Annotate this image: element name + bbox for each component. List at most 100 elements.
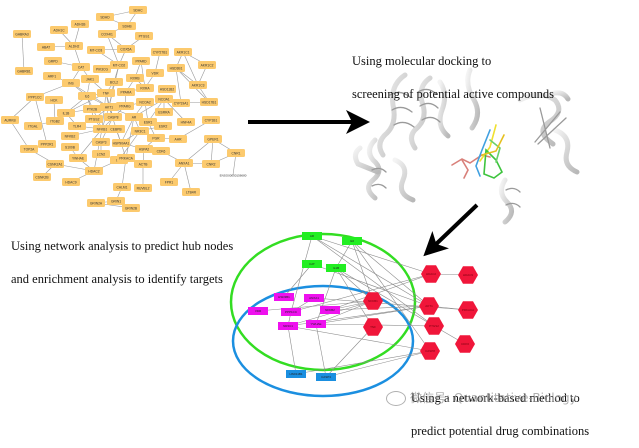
wechat-icon [386,391,406,406]
ppi-node-label: CAT [78,65,84,69]
drug-node-label: CAT [309,262,315,266]
ppi-node-esr2: ESR2 [154,122,172,130]
ppi-node-ppp1cc: PPP1CC [26,93,44,101]
drug-node-label: NFKB1 [368,299,378,303]
ppi-node-label: AURKB [4,118,16,122]
drug-node-label: NR3C1 [283,324,293,328]
ppi-node-label: ESRRA [158,110,170,114]
ppi-node-label: S100B [65,145,76,149]
ppi-node-ahr: AHR [169,135,187,143]
ppi-node-label: ANXA1 [179,161,190,165]
ppi-node-pparg: PPARG [116,102,134,110]
ppi-node-label: CEBPB [110,127,122,131]
ppi-node-ptk2b: PTK2B [83,105,101,113]
drug-node-label: PRKACA [462,308,474,312]
ppi-node-label: CYP1B1 [205,118,218,122]
ppi-node-label: SDHC [133,8,143,12]
ppi-node-label: NCOA2 [139,100,151,104]
ppi-node-label: CNR2 [207,162,216,166]
ppi-node-label: AKR1C2 [201,63,214,67]
ppi-node-nfkb1: NFKB1 [93,125,111,133]
ppi-node-label: FPR1 [165,180,174,184]
ppi-edge [182,51,199,86]
ppi-node-label: AKR1C3 [192,83,205,87]
drug-node-cdk6: CDK6 [455,335,475,353]
drug-network-edge [315,305,430,325]
ppi-edge [77,128,103,159]
drug-node-label: HDAC9 [463,273,474,277]
drug-node-il1b: IL1B [326,264,346,272]
ppi-node-ppp2r1: PPP2R1 [38,140,56,148]
ppi-node-label: GRIN2B [125,206,138,210]
ppi-node-gabra3: GABRA3 [13,30,31,38]
ppi-node-label: PTGS2 [89,117,100,121]
drug-network-edge [295,350,431,375]
ppi-node-label: CASP8 [108,115,119,119]
ppi-node-ppara: PPARA [117,88,135,96]
ppi-node-label: GRIN1 [111,199,121,203]
ppi-node-label: ADH1B [75,22,87,26]
ppi-node-grpd: GRPD [44,57,62,65]
ppi-node-label: CSNK2A1 [47,162,62,166]
ppi-node-label: TLR4 [73,124,81,128]
ppi-node-akt1: AKT1 [100,103,118,111]
ppi-node-casp8: CASP8 [104,113,122,121]
drug-node-hdac2: HDAC2 [421,265,441,283]
ppi-node-label: SDHD [100,15,110,19]
ppi-node-s100b: S100B [61,143,79,151]
protein-docking-structure [352,67,580,225]
ppi-node-label: HCK [51,98,59,102]
ppi-node-ensg00000156680: ENSG00000156680 [220,173,247,177]
ppi-node-label: HSPA2 [139,147,150,151]
caption-drug-combination: Using a network-based method to predict … [411,371,589,448]
ppi-node-ywhae: YWHAE [69,154,87,162]
ppi-node-hsp90aa1: HSP90AA1 [112,139,130,147]
ppi-node-aurkb: AURKB [1,116,19,124]
ppi-node-hsd11b2: HSD11B2 [158,85,176,93]
ppi-node-label: ADH1C [53,28,65,32]
ppi-node-gper1: GPER1 [204,135,222,143]
caption-network-analysis: Using network analysis to predict hub no… [11,219,233,296]
ppi-node-il1b: IL1B [57,109,75,117]
ppi-node-label: PTK2B [87,107,98,111]
ppi-node-cox5a: COX5A [117,45,135,53]
ppi-edge [175,67,182,104]
ppi-node-label: BCL2 [110,80,118,84]
ppi-edge [120,116,135,144]
drug-network-edge [315,267,337,325]
drug-node-hsd3b1: HSD3B1 [274,293,294,301]
drug-node-ppp1cc: PPP1CC [281,308,301,316]
ppi-node-label: CNR1 [232,151,241,155]
ppi-node-label: CSNK2B [35,175,49,179]
ppi-node-lcn2: LCN2 [92,150,110,158]
drug-node-label: PTGS2 [429,324,439,328]
ppi-edge [21,33,25,72]
ppi-edge [183,162,192,193]
caption-drug-combination-line1: Using a network-based method to [411,391,580,405]
ppi-node-label: PPARA [121,90,133,94]
ppi-node-label: HSP90AA1 [113,141,130,145]
drug-node-nfkb1: NFKB1 [363,292,383,310]
ppi-node-anxa1: ANXA1 [175,159,193,167]
ppi-node-fpr1: FPR1 [160,178,178,186]
ppi-node-label: YWHAE [72,156,85,160]
ppi-node-hck: HCK [45,96,63,104]
ppi-node-actb: ACTB [134,160,152,168]
green-cluster-ellipse [229,232,417,372]
ppi-node-label: GRPD [48,59,58,63]
ppi-node-tnf: TNF [97,89,115,97]
ppi-node-top2a: TOP2A [20,145,38,153]
ppi-node-label: ACTB [139,162,149,166]
ppi-node-hdac9: HDAC9 [62,178,80,186]
ppi-node-cdk6: CDK6 [152,147,170,155]
ppi-node-akr1c1: AKR1C1 [174,48,192,56]
drug-node-cat: CAT [302,260,322,268]
ppi-edge [210,138,214,165]
ppi-node-label: COX5A [120,47,132,51]
ppi-node-vdr: VDR [146,69,164,77]
ppi-node-cyp19a1: CYP19A1 [172,99,190,107]
ppi-node-label: PPP2R1 [41,142,54,146]
ppi-node-akr1c3: AKR1C3 [189,81,207,89]
ppi-node-grin1: GRIN1 [107,197,125,205]
